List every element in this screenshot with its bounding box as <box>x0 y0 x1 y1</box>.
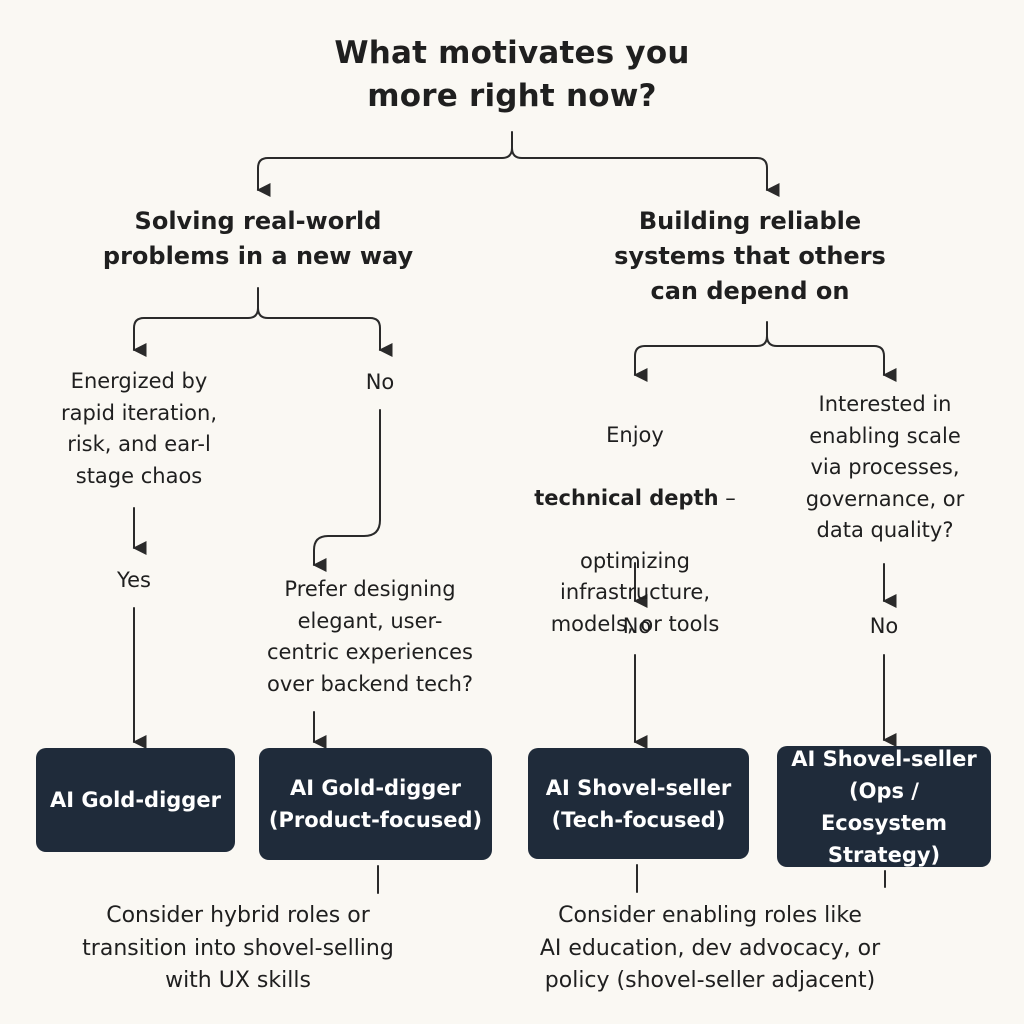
page-title: What motivates you more right now? <box>334 35 690 114</box>
left-brace-right <box>257 307 393 357</box>
branch-right-heading: Building reliable systems that others ca… <box>614 207 886 305</box>
right-brace-right <box>766 335 897 382</box>
top-brace <box>256 131 513 197</box>
outcome-gold-digger-product: AI Gold-digger (Product-focused) <box>259 748 492 860</box>
question-enjoy-line2: technical depth – <box>515 483 755 515</box>
outcome-shovel-seller-tech: AI Shovel-seller (Tech-focused) <box>528 748 749 859</box>
question-enjoy-technical: Enjoy technical depth – optimizing infra… <box>515 388 755 672</box>
left-brace <box>132 287 259 357</box>
question-energized: Energized by rapid iteration, risk, and … <box>60 369 218 488</box>
right-brace <box>633 321 768 382</box>
outcome-shovel-seller-ops: AI Shovel-seller (Ops / Ecosystem Strate… <box>777 746 991 867</box>
branch-left-heading: Solving real-world problems in a new way <box>102 207 414 270</box>
arrow-to-prefer <box>312 409 381 572</box>
answer-left-no: No <box>365 370 395 394</box>
question-prefer-design: Prefer designing elegant, user- centric … <box>266 577 474 696</box>
answer-tech-no: No <box>622 614 652 638</box>
note-left: Consider hybrid roles or transition into… <box>82 903 394 993</box>
question-enjoy-line1: Enjoy <box>606 422 664 447</box>
answer-ops-no: No <box>869 614 899 638</box>
question-enjoy-dash: – <box>718 485 736 510</box>
outcome-gold-digger: AI Gold-digger <box>36 748 235 852</box>
question-enjoy-emph: technical depth <box>534 485 719 510</box>
question-interested: Interested in enabling scale via process… <box>805 392 965 542</box>
answer-yes: Yes <box>117 568 151 592</box>
question-enjoy-rest: optimizing infrastructure, models, or to… <box>550 548 720 636</box>
top-brace-right <box>511 147 780 197</box>
note-right: Consider enabling roles like AI educatio… <box>539 903 881 993</box>
